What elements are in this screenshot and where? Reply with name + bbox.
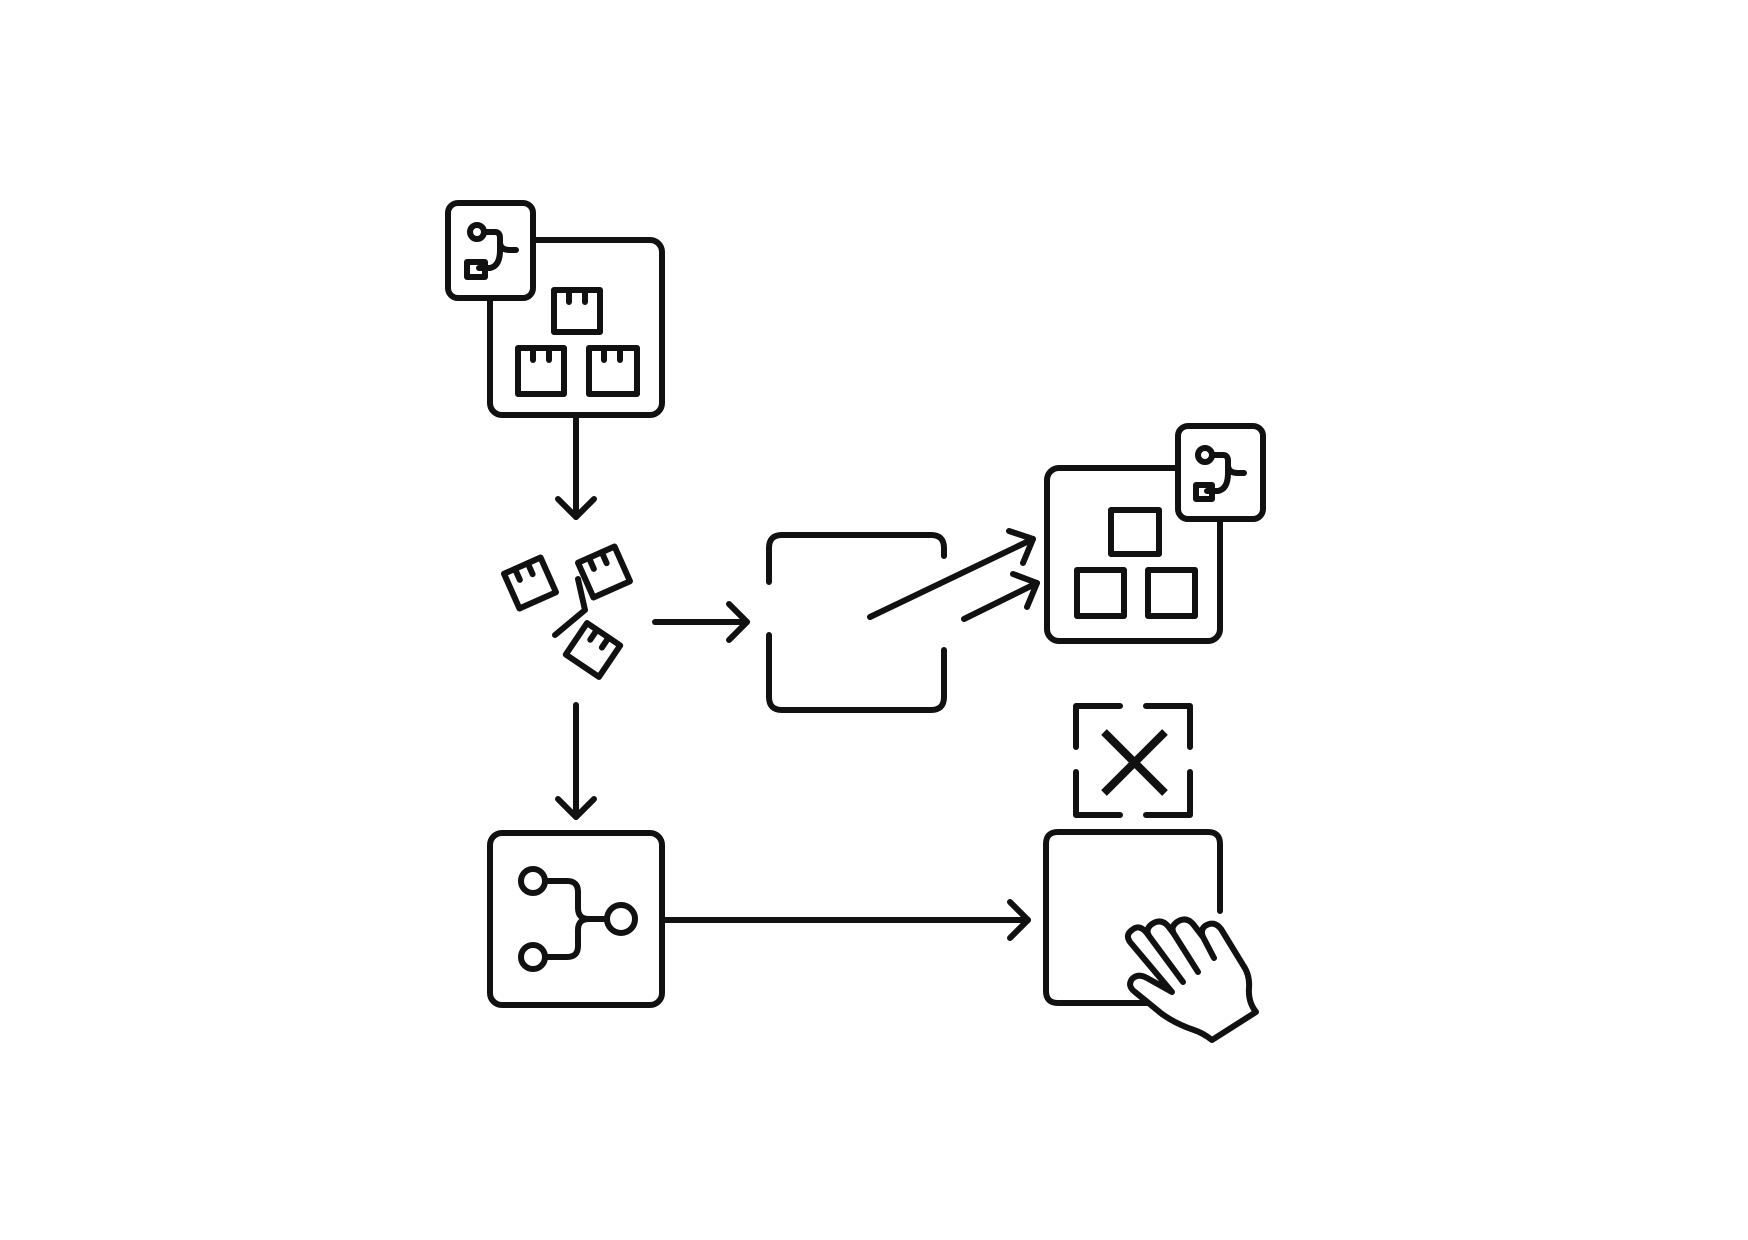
open-container-node	[766, 532, 947, 713]
three-box-grid-icon	[515, 287, 640, 397]
arrow-parts-to-workflow	[555, 702, 597, 820]
workflow-badge	[445, 200, 536, 301]
arrow-workflow-to-handling	[659, 899, 1031, 941]
scattered-parts-node	[501, 543, 633, 680]
packaged-module-node	[445, 200, 665, 418]
handling-box	[1043, 829, 1223, 1006]
rejected-target-node	[1073, 703, 1193, 818]
workflow-badge	[1175, 423, 1266, 522]
arrow-parts-to-container	[652, 601, 750, 643]
workflow-badge-icon	[464, 222, 519, 280]
arrow-module-to-parts	[555, 412, 597, 520]
hand-icon	[1124, 916, 1259, 1043]
three-box-grid-icon	[1074, 507, 1198, 619]
close-x-icon	[1101, 729, 1168, 796]
workflow-branch-icon	[518, 866, 638, 972]
reassembled-module-node	[1044, 423, 1266, 644]
manual-handling-node	[1043, 829, 1259, 1043]
open-frame-icon	[766, 532, 947, 713]
workflow-badge-icon	[1193, 445, 1247, 502]
workflow-node	[487, 830, 665, 1008]
arrow-container-to-module	[867, 528, 1040, 622]
scattered-boxes-icon	[501, 543, 633, 680]
viewfinder-icon	[1073, 703, 1193, 818]
